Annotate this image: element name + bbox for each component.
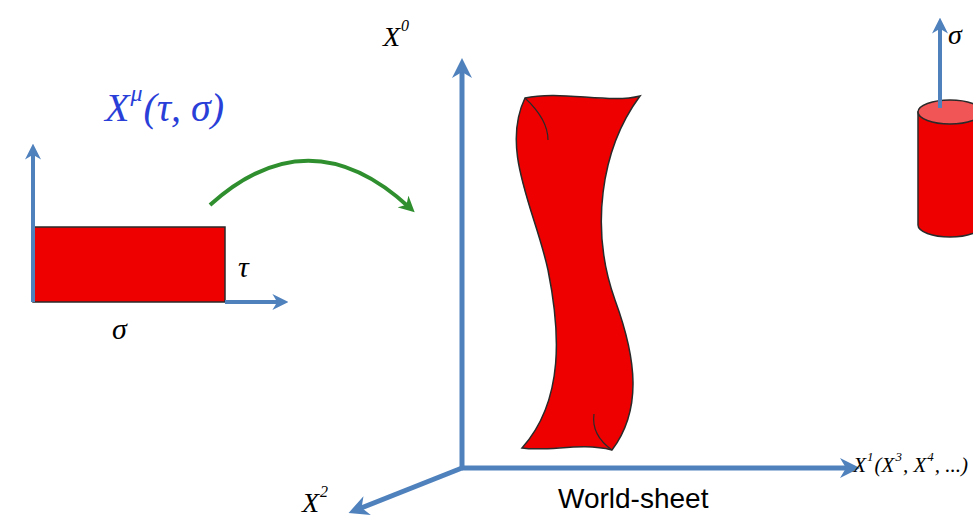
axis-label: , ...) <box>935 454 968 477</box>
param-axis-label: σ <box>112 312 127 345</box>
axis-label: X <box>853 454 866 477</box>
mapping-arrow <box>210 161 410 208</box>
sheet-fold-line <box>525 98 548 140</box>
axis-arrow <box>356 468 462 510</box>
cylinder-axis-label: σ <box>948 20 962 51</box>
param-axis-arrow <box>225 300 282 304</box>
cylinder-body <box>918 112 973 237</box>
map-symbol: X <box>105 86 129 130</box>
axis-label: (X <box>875 454 895 477</box>
axis-superscript: 3 <box>895 450 902 464</box>
world-sheet-label: World-sheet <box>558 484 708 515</box>
axis-label: , X <box>903 454 926 477</box>
axis-superscript: 2 <box>320 483 328 501</box>
axis-superscript: 1 <box>867 450 874 464</box>
axis-superscript: 4 <box>927 450 934 464</box>
cylinder-top <box>918 100 973 124</box>
axis-arrow <box>460 66 465 468</box>
axis-label: X <box>383 22 400 53</box>
axis-arrow <box>462 466 852 471</box>
axis-label: X <box>302 488 319 519</box>
cylinder-axis-arrow <box>938 24 942 108</box>
param-axis-arrow <box>31 150 35 302</box>
param-axis-label: τ <box>238 250 249 283</box>
axis-superscript: 0 <box>401 17 409 35</box>
world-sheet-surface <box>516 95 640 450</box>
sheet-fold-line <box>594 414 612 450</box>
map-arguments: (τ, σ) <box>143 86 224 130</box>
map-superscript: μ <box>130 80 142 106</box>
parameter-rectangle <box>33 227 225 302</box>
